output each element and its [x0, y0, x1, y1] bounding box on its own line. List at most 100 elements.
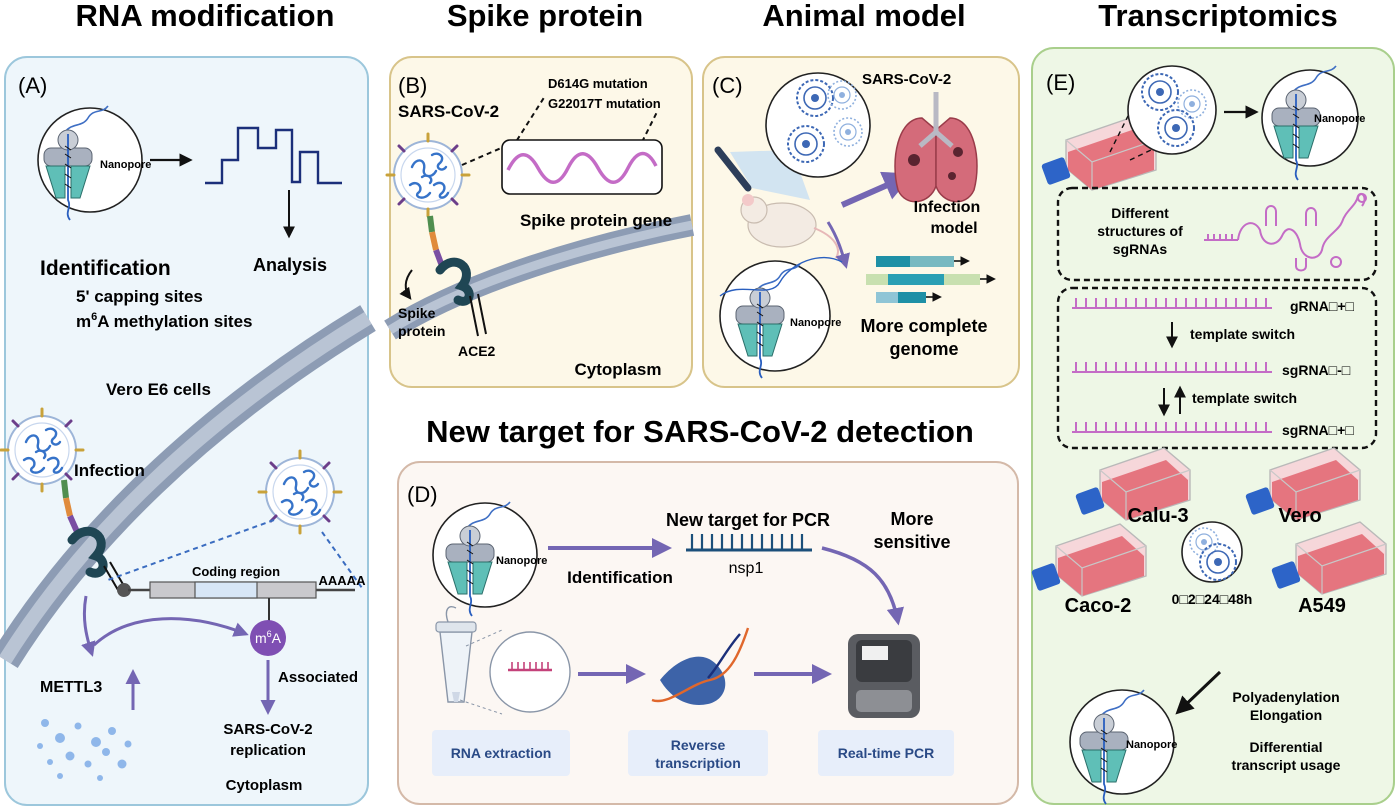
- cell-line-vero: Vero: [1278, 505, 1321, 527]
- associated-label: Associated: [278, 669, 358, 686]
- ace2-receptor-icon: [67, 526, 108, 578]
- infection-model-line1: Infection: [914, 199, 981, 216]
- elongation-label: Elongation: [1250, 707, 1322, 723]
- step-qpcr-box: [818, 730, 954, 776]
- panel-a-label: (A): [18, 73, 47, 98]
- panel-c: (C) SARS-CoV-2 Infection model Nanopore: [702, 56, 1020, 388]
- rna-zoom-circle: [489, 631, 571, 713]
- virus-name-c: SARS-CoV-2: [862, 71, 951, 88]
- infection-label: Infection: [74, 461, 145, 480]
- panel-b-label: (B): [398, 73, 427, 98]
- step-rna-extraction: RNA extraction: [451, 745, 552, 761]
- sgrna-structures-line3: sgRNAs: [1113, 241, 1168, 257]
- nanopore-label-c: Nanopore: [790, 317, 841, 329]
- sgrna-structures-line2: structures of: [1097, 223, 1183, 239]
- spike-gene-wave: [506, 151, 658, 184]
- complete-genome-line1: More complete: [860, 316, 987, 336]
- step-rna-extraction-box: [432, 730, 570, 776]
- panel-a: (A) Nanopore Analysis Identification 5' …: [0, 56, 376, 806]
- arrow-to-pcr: [821, 546, 904, 626]
- virus-zoom-circle: [765, 72, 871, 178]
- reverse-transcriptase-icon: [660, 656, 726, 705]
- sgrna-minus-strand: [1072, 362, 1272, 373]
- methylation-sites-label: m6A methylation sites: [76, 311, 253, 331]
- panel-e: (E) Nanopore Different structures of sgR…: [1030, 47, 1395, 805]
- step-qpcr: Real-time PCR: [838, 745, 934, 761]
- spike-gene-label: Spike protein gene: [520, 211, 672, 230]
- nanopore-label-d: Nanopore: [496, 555, 547, 567]
- sgrna-plus-strand: [1072, 422, 1272, 433]
- panel-d-label: (D): [407, 482, 438, 507]
- sgrna-secondary-structure: [1204, 192, 1367, 272]
- sensitive-line2: sensitive: [873, 532, 950, 552]
- sgrna-structures-line1: Different: [1111, 205, 1169, 221]
- m6a-mark: [250, 620, 286, 656]
- cell-line-caco2: Caco-2: [1065, 595, 1132, 617]
- template-switch-box: [1056, 286, 1378, 450]
- cell-line-calu3: Calu-3: [1127, 505, 1188, 527]
- arrow-to-nanopore-e2: [1175, 670, 1222, 715]
- transcript-usage-label: transcript usage: [1232, 757, 1341, 773]
- mutation-d614g: D614G mutation: [548, 76, 648, 91]
- panel-d: (D) Nanopore Identification New target f…: [397, 461, 1019, 805]
- identification-label-d: Identification: [567, 568, 673, 587]
- replication-label-line1: SARS-CoV-2: [223, 721, 312, 738]
- infection-model-line2: model: [930, 220, 977, 237]
- nanopore-label-e2: Nanopore: [1126, 739, 1177, 751]
- panel-e-label: (E): [1046, 70, 1075, 95]
- spike-gene-box: [501, 139, 663, 195]
- title-animal-model: Animal model: [762, 0, 965, 33]
- step-rt-line1: Reverse: [671, 737, 726, 753]
- panel-e-frame: [1031, 47, 1395, 805]
- analysis-label: Analysis: [253, 255, 327, 275]
- mutation-g22017t: G22017T mutation: [548, 96, 661, 111]
- grna-strand: [1072, 298, 1272, 309]
- cytoplasm-label-b: Cytoplasm: [575, 360, 662, 379]
- nanopore-signal-trace: [205, 126, 342, 185]
- complete-genome-line2: genome: [889, 339, 958, 359]
- virion-icon: [0, 407, 85, 493]
- nanopore-label-a: Nanopore: [100, 159, 151, 171]
- vero-e6-label: Vero E6 cells: [106, 380, 211, 399]
- nanopore-label-e1: Nanopore: [1314, 113, 1365, 125]
- replication-label-line2: replication: [230, 742, 306, 759]
- sgrna-plus-label: sgRNA□+□: [1282, 422, 1354, 438]
- title-rna-modification: RNA modification: [76, 0, 335, 33]
- ace2-label: ACE2: [458, 343, 496, 359]
- polyadenylation-label: Polyadenylation: [1232, 689, 1339, 705]
- cytoplasm-label-a: Cytoplasm: [226, 777, 303, 794]
- panel-c-label: (C): [712, 73, 743, 98]
- step-reverse-transcription-box: [628, 730, 768, 776]
- virion-icon: [385, 132, 471, 218]
- title-spike-protein: Spike protein: [447, 0, 643, 33]
- polya-tail-label: AAAAA: [319, 573, 367, 588]
- nsp1-label: nsp1: [729, 560, 764, 577]
- virus-name-b: SARS-CoV-2: [398, 102, 499, 121]
- spike-label-line2: protein: [398, 323, 445, 339]
- arrow-mettl3-to-m6a: [92, 617, 249, 647]
- timepoints-label: 0□2□24□48h: [1172, 591, 1253, 607]
- coding-region-label: Coding region: [192, 564, 280, 579]
- grna-plus-label: gRNA□+□: [1290, 298, 1355, 314]
- title-transcriptomics: Transcriptomics: [1098, 0, 1337, 33]
- capping-sites-label: 5' capping sites: [76, 287, 203, 306]
- ace2-icon-b: [435, 257, 474, 306]
- m6a-mark-label: m6A: [255, 629, 282, 646]
- sgrna-minus-label: sgRNA□-□: [1282, 362, 1351, 378]
- mettl3-particles: [37, 719, 132, 781]
- step-rt-line2: transcription: [655, 755, 741, 771]
- identification-heading: Identification: [40, 257, 171, 280]
- sensitive-line1: More: [890, 509, 933, 529]
- pcr-target-label: New target for PCR: [666, 510, 830, 530]
- spike-label-line1: Spike: [398, 305, 436, 321]
- nsp1-strand: [686, 534, 812, 552]
- title-new-target-detection: New target for SARS-CoV-2 detection: [426, 414, 974, 449]
- sgrna-structure-box: [1056, 186, 1378, 282]
- mettl3-label: METTL3: [40, 679, 102, 696]
- differential-label: Differential: [1249, 739, 1322, 755]
- dropper-icon: [714, 146, 752, 192]
- panel-b: (B) SARS-CoV-2 D614G mutation G22017T mu…: [384, 56, 695, 388]
- template-switch-label-2: template switch: [1192, 390, 1297, 406]
- template-switch-label-1: template switch: [1190, 326, 1295, 342]
